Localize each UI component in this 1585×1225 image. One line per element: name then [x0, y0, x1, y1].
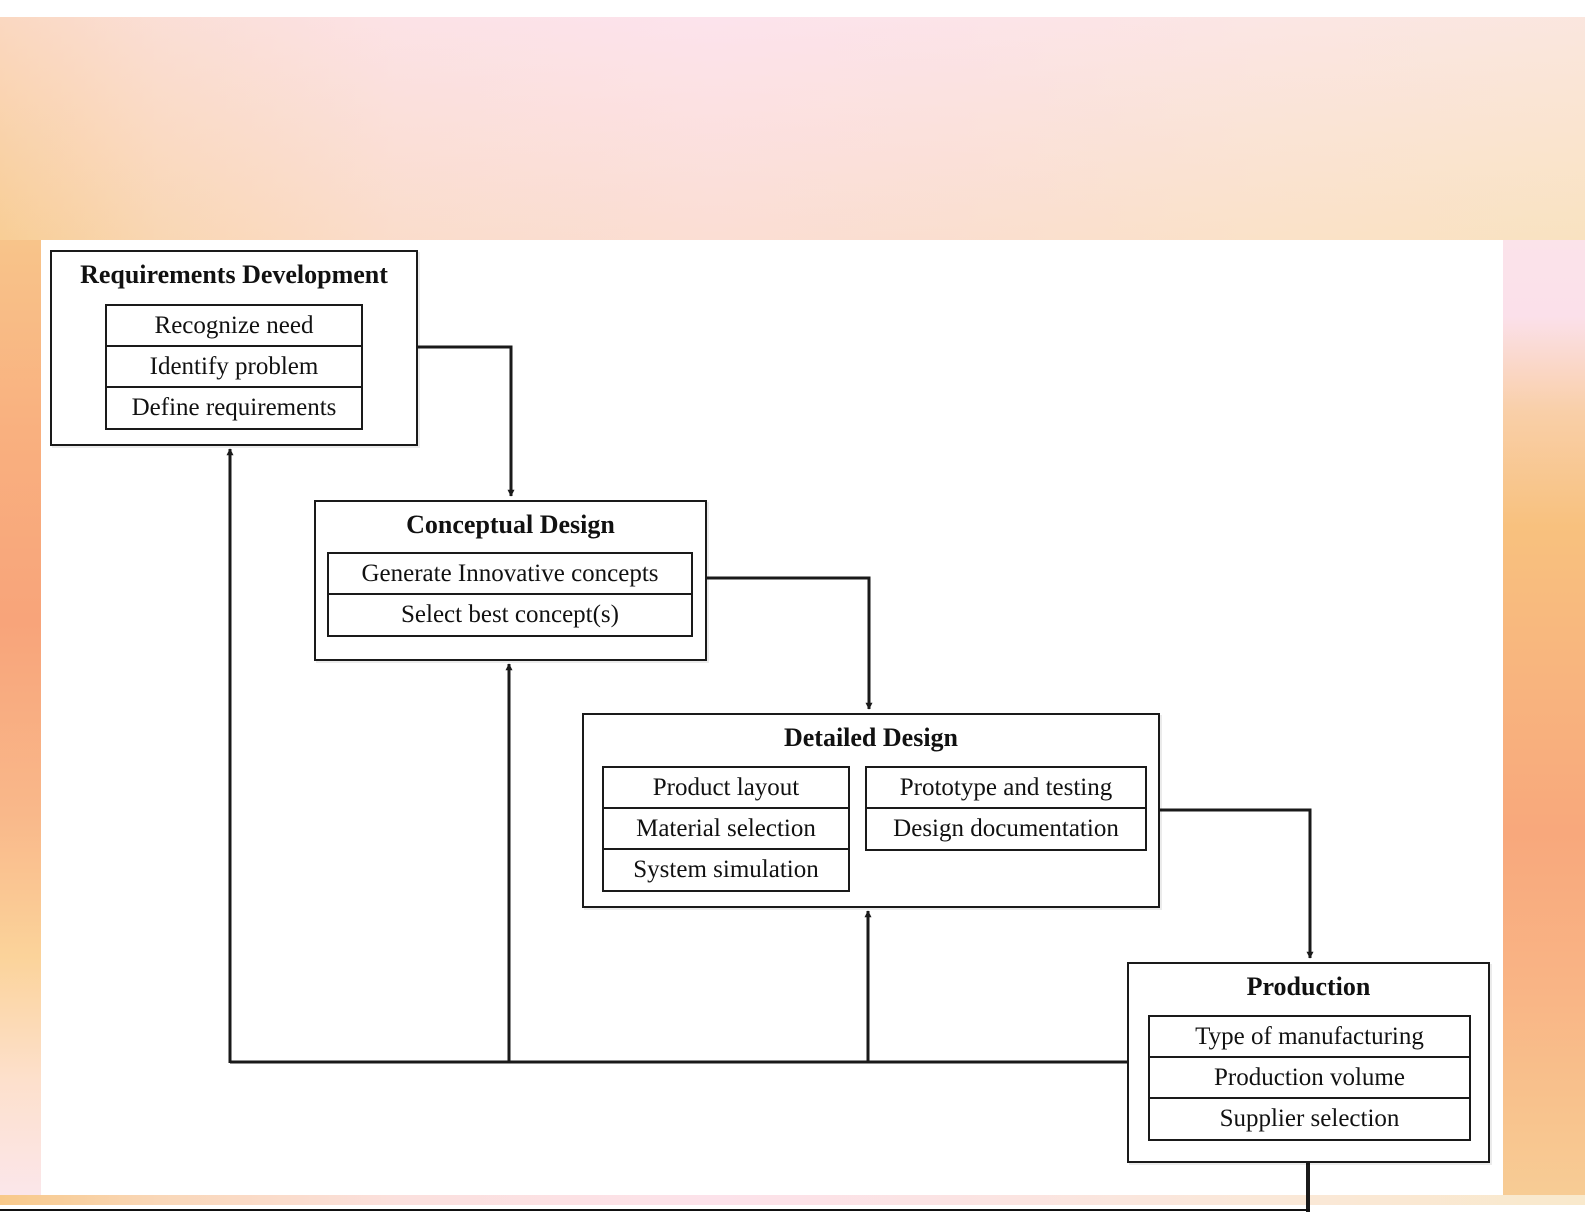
arrow-conceptual-to-detailed [706, 576, 873, 710]
task-list-left: Product layout Material selection System… [602, 766, 850, 892]
task-item: System simulation [633, 856, 819, 883]
stage-title: Requirements Development [80, 260, 388, 289]
task-item: Type of manufacturing [1150, 1017, 1469, 1058]
stage-detailed-design: Detailed Design Product layout Material … [582, 713, 1160, 908]
task-item: Supplier selection [1219, 1105, 1400, 1132]
stage-title: Detailed Design [783, 723, 959, 752]
slide-bottom-rule [0, 1209, 1310, 1211]
slide-right-border [1503, 240, 1585, 1195]
task-list: Recognize need Identify problem Define r… [105, 304, 363, 430]
task-item: Identify problem [107, 347, 361, 388]
task-item: Design documentation [893, 815, 1119, 842]
task-item: Recognize need [107, 306, 361, 347]
task-item: Select best concept(s) [401, 601, 619, 628]
slide-background-top [0, 17, 1585, 240]
stage-requirements-development: Requirements Development Recognize need … [50, 250, 418, 446]
stage-production: Production Type of manufacturing Product… [1127, 962, 1490, 1163]
task-item: Define requirements [131, 394, 337, 421]
stage-conceptual-design: Conceptual Design Generate Innovative co… [314, 500, 707, 661]
arrow-requirements-to-conceptual [417, 345, 515, 497]
arrow-detailed-to-production [1159, 808, 1314, 959]
stage-title: Production [1246, 972, 1371, 1001]
stage-title: Conceptual Design [406, 510, 615, 539]
task-list: Type of manufacturing Production volume … [1148, 1015, 1471, 1141]
task-item: Production volume [1150, 1058, 1469, 1099]
task-item: Product layout [604, 768, 848, 809]
slide-left-border [0, 240, 41, 1195]
task-list: Generate Innovative concepts Select best… [327, 552, 693, 637]
task-list-right: Prototype and testing Design documentati… [865, 766, 1147, 851]
task-item: Prototype and testing [867, 768, 1145, 809]
task-item: Material selection [604, 809, 848, 850]
task-item: Generate Innovative concepts [329, 554, 691, 595]
